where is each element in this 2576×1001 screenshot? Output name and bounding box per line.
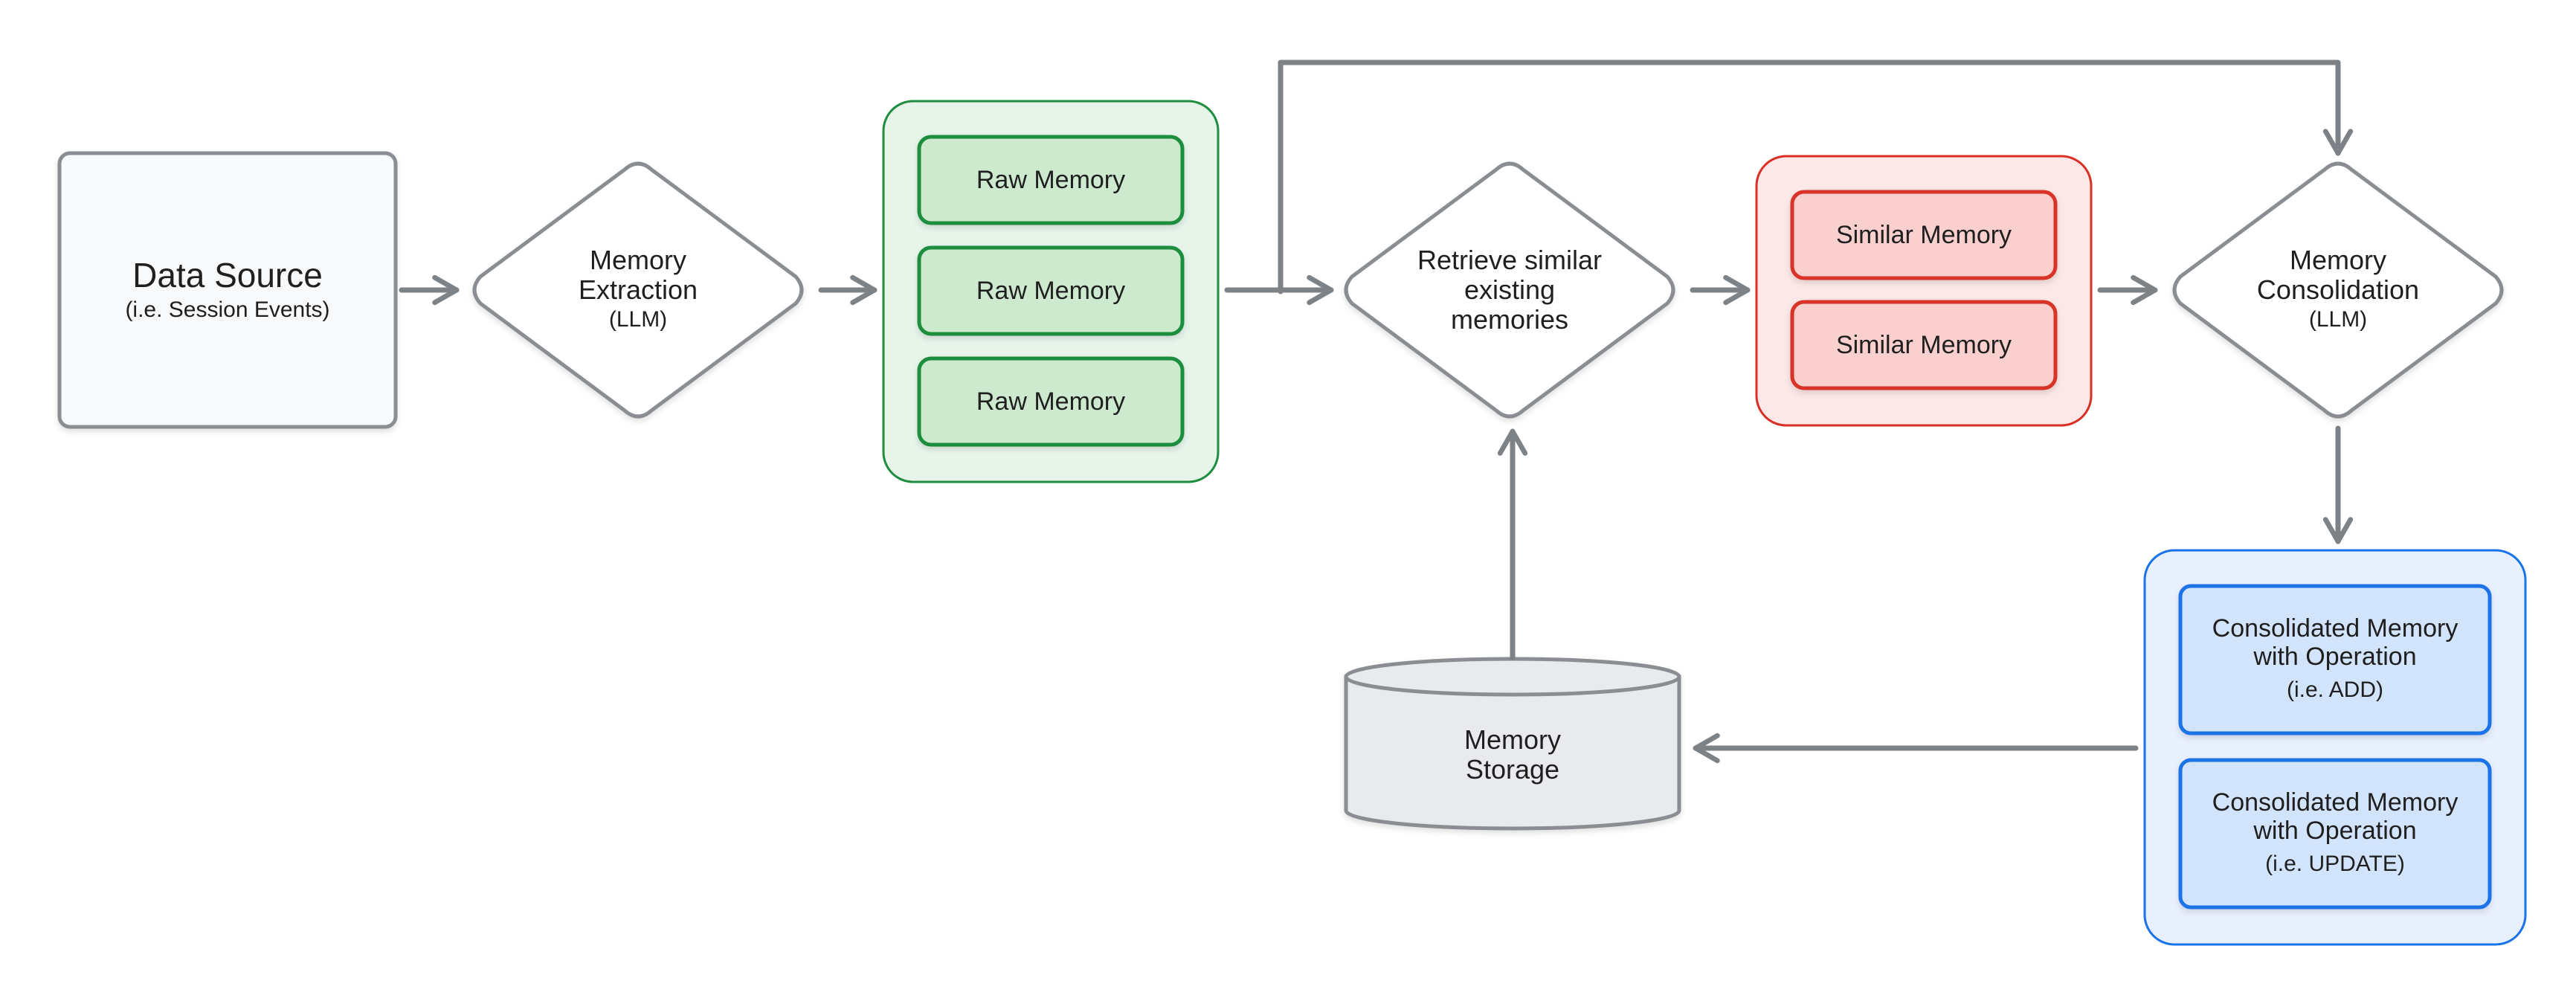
arrow-raw-to-consolidation-bypass — [1278, 59, 2354, 294]
memory-extraction-diamond — [472, 161, 804, 419]
data-source-box — [57, 151, 398, 429]
consolidated-memory-label-2: Consolidated Memory with Operation (i.e.… — [2180, 760, 2490, 907]
similar-memory-box-2 — [1790, 300, 2058, 390]
similar-memory-label-1: Similar Memory — [1835, 221, 2012, 249]
data-source-subtitle: (i.e. Session Events) — [125, 297, 330, 322]
memory-storage-label: Memory Storage — [1346, 714, 1679, 796]
extraction-line-1: Memory — [589, 245, 686, 275]
consolidated-1-line-1: Consolidated Memory — [2212, 614, 2459, 643]
data-source-label: Data Source (i.e. Session Events) — [59, 153, 396, 427]
consolidation-line-1: Memory — [2289, 245, 2386, 275]
memory-extraction-label: Memory Extraction (LLM) — [504, 223, 772, 357]
memory-consolidation-diamond — [2172, 161, 2504, 419]
storage-line-2: Storage — [1465, 754, 1560, 785]
raw-memory-label-2: Raw Memory — [976, 277, 1126, 305]
raw-memory-label-3: Raw Memory — [976, 387, 1126, 416]
consolidated-2-line-2: with Operation — [2253, 817, 2417, 845]
consolidation-subtitle: (LLM) — [2308, 307, 2368, 332]
extraction-line-2: Extraction — [578, 274, 698, 305]
memory-consolidation-label: Memory Consolidation (LLM) — [2197, 223, 2479, 357]
similar-memory-box-1 — [1790, 190, 2058, 280]
consolidated-2-subtitle: (i.e. UPDATE) — [2265, 852, 2405, 876]
consolidated-1-line-2: with Operation — [2253, 643, 2417, 671]
consolidated-2-line-1: Consolidated Memory — [2212, 788, 2459, 817]
raw-memory-box-2 — [917, 245, 1185, 336]
storage-line-1: Memory — [1464, 724, 1561, 755]
retrieve-line-3: memories — [1450, 304, 1569, 335]
retrieve-line-1: Retrieve similar — [1417, 245, 1603, 275]
consolidated-memory-box-2 — [2178, 758, 2492, 910]
retrieve-label: Retrieve similar existing memories — [1368, 223, 1651, 357]
consolidated-memory-label-1: Consolidated Memory with Operation (i.e.… — [2180, 586, 2490, 733]
memory-storage-cylinder — [1344, 657, 1681, 831]
data-source-title: Data Source — [132, 256, 323, 294]
raw-memory-box-1 — [917, 135, 1185, 225]
similar-memory-label-2: Similar Memory — [1835, 331, 2012, 359]
consolidated-memory-box-1 — [2178, 584, 2492, 736]
raw-memory-box-3 — [917, 356, 1185, 447]
consolidated-1-subtitle: (i.e. ADD) — [2286, 677, 2384, 702]
consolidation-line-2: Consolidation — [2256, 274, 2420, 305]
retrieve-diamond — [1344, 161, 1675, 419]
raw-memory-label-1: Raw Memory — [976, 166, 1126, 194]
retrieve-line-2: existing — [1464, 274, 1556, 305]
extraction-subtitle: (LLM) — [608, 307, 668, 332]
